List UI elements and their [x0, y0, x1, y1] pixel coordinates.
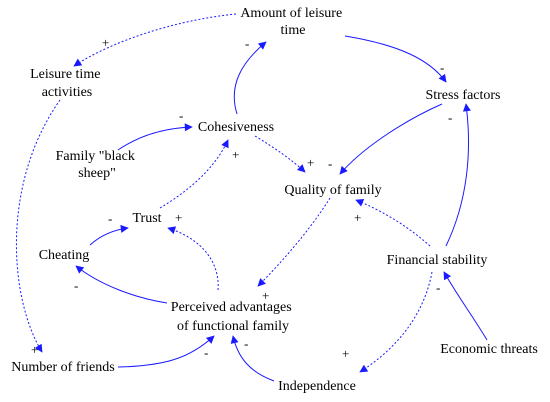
edge-stress-to-quality	[339, 103, 443, 175]
node-stress-factors: Stress factors	[425, 88, 500, 103]
edge-cheating-to-trust	[89, 224, 129, 246]
edges	[15, 13, 488, 382]
node-cheating: Cheating	[39, 248, 90, 263]
node-perceived-advantages: Perceived advantages of functional famil…	[171, 300, 295, 334]
edge-financial-to-quality	[355, 199, 431, 247]
node-perceived-advantages-line-2: of functional family	[177, 319, 289, 334]
node-leisure-time-activities-line-2: activities	[42, 85, 93, 100]
node-cohesiveness: Cohesiveness	[198, 120, 274, 135]
sign-financial-to-quality: +	[354, 210, 361, 225]
edge-perceived-to-cheating	[75, 265, 168, 304]
node-leisure-time-activities-line-1: Leisure time	[30, 67, 100, 82]
nodes: Amount of leisure time Leisure time acti…	[11, 6, 538, 394]
node-amount-of-leisure-time-line-2: time	[281, 23, 306, 38]
node-amount-of-leisure-time-line-1: Amount of leisure	[240, 6, 342, 21]
sign-leisure-time-to-stress: -	[440, 60, 444, 75]
sign-cohesiveness-to-leisure-time: -	[245, 36, 249, 51]
sign-quality-to-perceived: +	[262, 288, 269, 303]
edge-economic-to-financial	[443, 271, 488, 341]
edge-trust-to-cohesiveness	[159, 139, 229, 209]
node-perceived-advantages-line-1: Perceived advantages	[171, 300, 292, 315]
sign-perceived-to-trust: +	[175, 210, 182, 225]
edge-financial-to-stress	[445, 103, 471, 247]
polarity-signs: + - - - + - + - + - + + - - + - - +	[31, 35, 452, 361]
edge-perceived-to-trust	[167, 226, 219, 291]
sign-trust-to-cohesiveness: +	[232, 147, 239, 162]
edge-quality-to-perceived	[257, 197, 331, 287]
node-amount-of-leisure-time: Amount of leisure time	[240, 6, 345, 38]
edge-black-sheep-to-cohesiveness	[117, 123, 193, 151]
edge-financial-to-independence	[359, 271, 433, 373]
sign-stress-to-quality: -	[328, 156, 332, 171]
node-family-black-sheep-line-1: Family "black	[56, 149, 135, 164]
sign-activities-to-friends: +	[31, 342, 38, 357]
edge-cohesiveness-to-quality	[254, 135, 306, 173]
sign-leisure-time-to-activities: +	[102, 35, 109, 50]
node-family-black-sheep: Family "black sheep"	[56, 149, 139, 181]
node-quality-of-family: Quality of family	[284, 183, 381, 198]
edge-leisure-time-to-activities	[73, 13, 237, 67]
sign-financial-to-independence: +	[342, 346, 349, 361]
node-family-black-sheep-line-2: sheep"	[78, 166, 116, 181]
sign-independence-to-perceived: -	[244, 336, 248, 351]
edge-friends-to-perceived	[117, 335, 215, 368]
edge-activities-to-friends	[15, 99, 61, 353]
node-financial-stability: Financial stability	[387, 253, 488, 268]
sign-economic-to-financial: -	[436, 280, 440, 295]
sign-financial-to-stress: -	[448, 110, 452, 125]
sign-cheating-to-trust: -	[108, 211, 112, 226]
sign-cohesiveness-to-quality: +	[307, 155, 314, 170]
node-trust: Trust	[132, 211, 161, 226]
node-economic-threats: Economic threats	[440, 342, 538, 357]
edge-independence-to-perceived	[230, 335, 275, 382]
edge-leisure-time-to-stress	[344, 35, 447, 83]
node-number-of-friends: Number of friends	[11, 360, 114, 375]
sign-perceived-to-cheating: -	[74, 278, 78, 293]
node-leisure-time-activities: Leisure time activities	[30, 67, 104, 100]
edge-cohesiveness-to-leisure-time	[233, 41, 267, 115]
sign-friends-to-perceived: -	[204, 345, 208, 360]
sign-black-sheep-to-cohesiveness: -	[179, 108, 183, 123]
node-independence: Independence	[278, 379, 356, 394]
